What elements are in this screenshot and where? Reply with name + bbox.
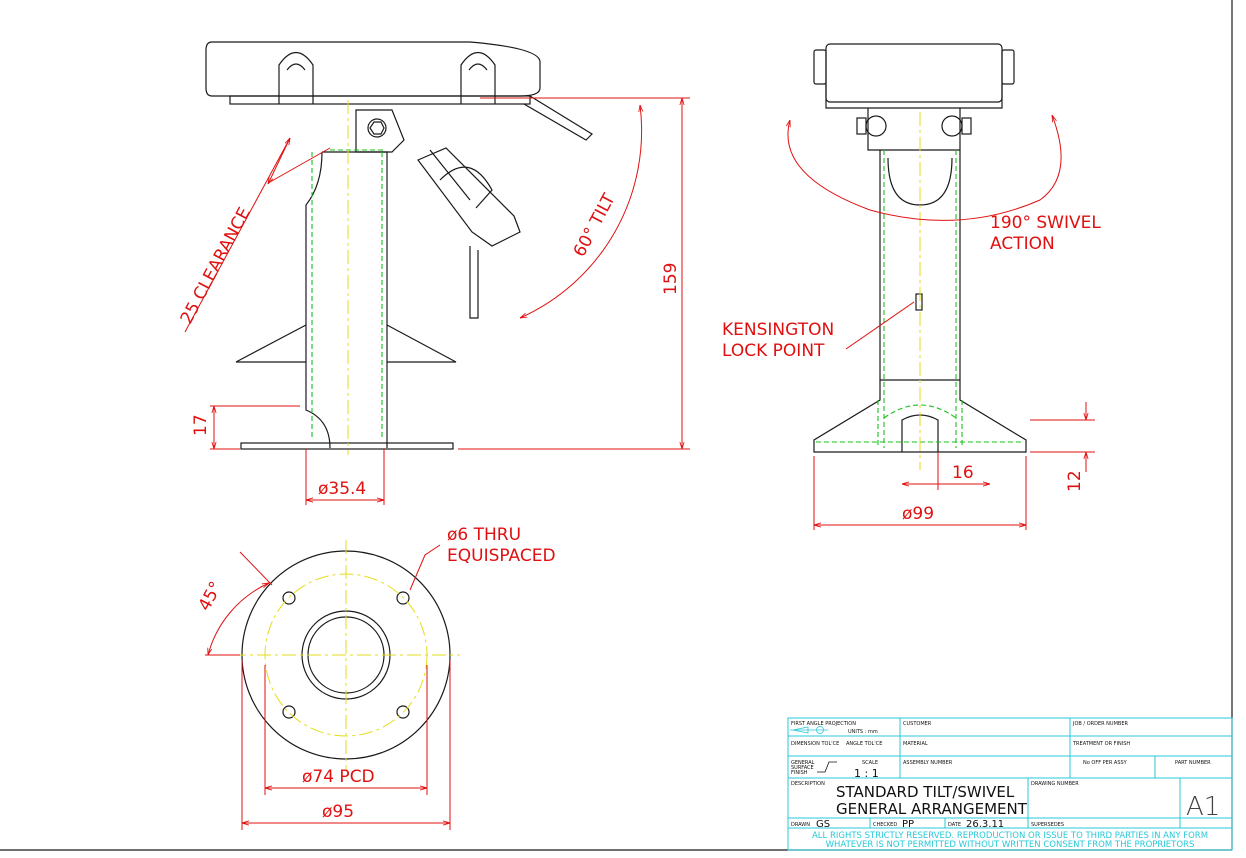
surface-finish-icon — [817, 761, 837, 773]
tb-no-off: No OFF PER ASSY — [1083, 760, 1128, 766]
tb-drawing-number: DRAWING NUMBER — [1031, 781, 1079, 787]
tb-part: PART NUMBER — [1175, 760, 1211, 766]
plan-centerlines — [232, 540, 460, 770]
hole-label-2: EQUISPACED — [447, 546, 556, 566]
tb-job: JOB / ORDER NUMBER — [1072, 721, 1128, 727]
tb-surface: SURFACE — [791, 765, 814, 771]
tb-dim-tol: DIMENSION TOL'CE — [791, 741, 839, 747]
height-159-label: 159 — [661, 263, 681, 295]
tb-projection: FIRST ANGLE PROJECTION — [791, 721, 856, 727]
tb-customer: CUSTOMER — [903, 721, 932, 727]
clearance-label: 25 CLEARANCE — [177, 204, 255, 327]
tb-angle-tol: ANGLE TOL'CE — [846, 741, 882, 747]
tb-treatment: TREATMENT OR FINISH — [1072, 741, 1130, 747]
tilt-label: 60° TILT — [570, 190, 620, 260]
dia-95-label: ø95 — [322, 802, 354, 822]
tb-checked: PP — [902, 819, 914, 830]
title-block: FIRST ANGLE PROJECTION UNITS : mm CUSTOM… — [787, 717, 1233, 851]
tb-date-label: DATE — [948, 822, 961, 828]
projection-symbol-icon — [790, 726, 828, 734]
swivel-label-2: ACTION — [990, 234, 1055, 254]
tb-material: MATERIAL — [903, 741, 928, 747]
angle-45-label: 45° — [195, 578, 227, 614]
plan-dimensions — [205, 544, 451, 830]
tb-rights-2: WHATEVER IS NOT PERMITTED WITHOUT WRITTE… — [826, 840, 1195, 850]
dim-16-label: 16 — [952, 463, 974, 483]
tube-dia-label: ø35.4 — [318, 479, 366, 499]
tb-drawn-label: DRAWN — [791, 822, 810, 828]
side-hidden-lines — [311, 149, 385, 440]
tb-checked-label: CHECKED — [873, 822, 897, 828]
tb-general: GENERAL — [791, 760, 815, 766]
tb-description-label: DESCRIPTION — [791, 781, 825, 787]
dim-99-label: ø99 — [902, 504, 934, 524]
tb-date: 26.3.11 — [966, 819, 1004, 830]
front-dimensions — [788, 115, 1095, 530]
tb-scale: 1 : 1 — [854, 767, 879, 780]
tb-sheet-size: A1 — [1186, 792, 1220, 822]
dim-12-label: 12 — [1065, 470, 1085, 492]
tb-finish: FINISH — [791, 770, 808, 776]
front-view — [813, 43, 1027, 453]
kensington-label-2: LOCK POINT — [722, 341, 825, 361]
tb-rights-1: ALL RIGHTS STRICTLY RESERVED. REPRODUCTI… — [812, 831, 1208, 841]
tb-description-1: STANDARD TILT/SWIVEL — [836, 783, 1015, 801]
pcd-label: ø74 PCD — [302, 767, 375, 787]
tb-units: UNITS : mm — [848, 729, 878, 735]
tb-supersedes: SUPERSEDES — [1031, 822, 1064, 828]
swivel-label: 190° SWIVEL — [990, 213, 1101, 233]
side-dimensions — [184, 97, 690, 505]
tb-assembly: ASSEMBLY NUMBER — [903, 760, 953, 766]
hole-label: ø6 THRU — [447, 525, 521, 545]
tb-description-2: GENERAL ARRANGEMENT — [836, 800, 1028, 818]
tb-drawn: GS — [816, 819, 830, 830]
kensington-label: KENSINGTON — [722, 320, 834, 340]
side-view — [205, 41, 593, 450]
base-17-label: 17 — [191, 414, 211, 436]
tb-scale-label: SCALE — [862, 760, 878, 766]
